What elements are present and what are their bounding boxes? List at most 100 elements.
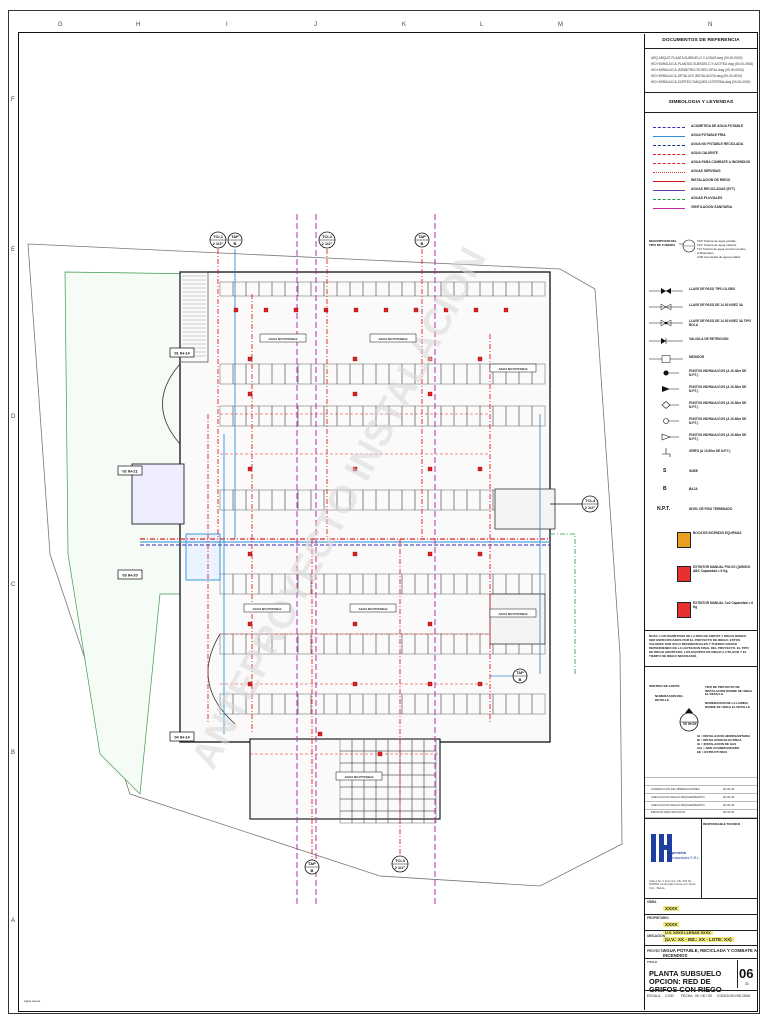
- grid-row-label: B: [11, 750, 16, 756]
- pipe-tag-tap-3[interactable]: TAP B: [512, 668, 528, 684]
- ref-doc-row: HID HIDRAULICA-ISOMETRICOS-RED-GRAL.dwg …: [651, 68, 744, 72]
- room-label: AGUA NO POTABLE: [243, 603, 291, 613]
- fire-marker: [427, 466, 433, 472]
- legend-label: AGUA NO POTABLE RECICLADA: [691, 142, 744, 146]
- fire-marker: [352, 356, 358, 362]
- symbol-row: S SUBE: [649, 468, 755, 480]
- fire-marker: [503, 307, 509, 313]
- pipe-network: [140, 249, 582, 860]
- svg-text:B: B: [311, 868, 314, 873]
- fire-marker: [427, 356, 433, 362]
- fire-item-label: EXTINTOR MANUAL POLVO QUIMICO ABC Capaci…: [693, 565, 751, 573]
- symbol-label: MEDIDOR: [689, 355, 705, 359]
- legend-row: AGUA NO POTABLE RECICLADA: [653, 142, 757, 150]
- proyecto-label: PROYECTO: [647, 949, 665, 953]
- section-tag-02[interactable]: 02 IH-21: [117, 465, 143, 476]
- symbol-row: VALVULA DE RETENCION: [649, 336, 755, 348]
- grid-col-label: H: [136, 22, 141, 28]
- codigo-label: CODIGO: [717, 994, 731, 998]
- fire-marker: [233, 307, 239, 313]
- symbol-label: LLAVE DE PASO DE 14.00 NUEZ 3A: [689, 303, 743, 307]
- detail-callout-icon: [679, 708, 699, 732]
- symbol-row: PUNTOS HIDRAULICOS (A 10.40m DE N.P.T.): [649, 368, 755, 380]
- fire-marker: [427, 551, 433, 557]
- pipe-tag-tap-2[interactable]: TAP B: [414, 232, 430, 248]
- fire-item-label: BOCA DE INCENDIO EQUIPADA: [693, 531, 742, 535]
- room-label: AGUA NO POTABLE: [489, 608, 537, 618]
- legend-label: INSTALACION DE RIEGO: [691, 178, 731, 182]
- divider: [645, 945, 757, 946]
- symbol-letter: N.P.T.: [657, 506, 670, 512]
- room-label: AGUA NO POTABLE: [335, 771, 383, 781]
- fire-marker: [247, 391, 253, 397]
- legend-label: AGUA CALIENTE: [691, 151, 718, 155]
- symbol-row: PUNTOS HIDRAULICOS (A 10.50m DE N.P.T.): [649, 400, 755, 412]
- escala-label: ESCALA: [647, 994, 661, 998]
- svg-text:TCI-4: TCI-4: [585, 498, 596, 503]
- revision-table: [645, 770, 757, 818]
- legend-row: AGUAS SERVIDAS: [653, 169, 757, 177]
- symbol-label: PUNTOS HIDRAULICOS (A 10.50m DE N.P.T.): [689, 401, 747, 409]
- section-tag-01[interactable]: 01 IH-14: [169, 347, 195, 358]
- pipe-tag-tci-4[interactable]: TCI-4 2 1/2": [581, 495, 599, 513]
- fire-marker: [427, 391, 433, 397]
- tag-legend-items: TAP Tuberia de agua potable TAC Tuberia …: [697, 239, 757, 259]
- svg-text:AGUA NO POTABLE: AGUA NO POTABLE: [269, 337, 298, 341]
- section-tag-03[interactable]: 03 IH-20: [117, 569, 143, 580]
- grid-col-label: N: [708, 22, 713, 28]
- tag-legend-item: ACB Acometida de agua potable: [697, 255, 741, 259]
- symbol-row: N.P.T. NIVEL DE PISO TERMINADO: [649, 506, 755, 518]
- symbol-label: SUBE: [689, 469, 698, 473]
- obra-label: OBRA: [647, 900, 657, 904]
- title-block: DOCUMENTOS DE REFERENCIA ARQ ARQUIT-PLAN…: [644, 34, 758, 1010]
- fire-hose-markers: [233, 307, 509, 757]
- legend-heading: SIMBOLOGIA Y LEYENDAS: [668, 100, 734, 105]
- symbol-label: LLAVE DE PASO TIPO GLOBO: [689, 287, 736, 291]
- grid-col-label: K: [402, 22, 407, 28]
- legend-row: VENTILACION SANITARIA: [653, 205, 757, 213]
- hydraulic-point-icon: [663, 370, 679, 376]
- divider: [737, 960, 738, 988]
- svg-text:2 1/2": 2 1/2": [322, 241, 333, 246]
- pipe-tag-tci-3[interactable]: TCI-3 2 1/2": [391, 855, 409, 873]
- fire-marker: [443, 307, 449, 313]
- legend-line-swatch: [653, 136, 685, 137]
- sheet-outer-border: [8, 10, 760, 1014]
- divider: [645, 914, 757, 915]
- detail-label: NUMERACION DE LA LAMINA DONDE SE UBICA E…: [705, 701, 750, 709]
- legend-label: VENTILACION SANITARIA: [691, 205, 732, 209]
- legend-line-swatch: [653, 154, 685, 155]
- ubicacion-value-2: (U.V.: XX - MZ.: XX - LOTE: XX): [663, 937, 734, 942]
- fire-marker: [293, 307, 299, 313]
- fire-item-row: EXTINTOR MANUAL Co2 Capacidad = 6 Kg: [649, 600, 755, 620]
- fire-marker: [427, 681, 433, 687]
- tag-legend-item: TCI Tuberia de agua contra incendio: [697, 247, 746, 251]
- pipe-tag-tap-4[interactable]: TAP B: [304, 859, 320, 875]
- grid-col-label: J: [314, 22, 317, 28]
- symbol-label: GRIFO (A 10.60m DE N.P.T.): [689, 449, 731, 453]
- grid-col-label: M: [558, 22, 563, 28]
- fire-marker: [247, 466, 253, 472]
- fire-marker: [352, 391, 358, 397]
- hydraulic-point-icon: [662, 386, 679, 392]
- pipe-tag-tci-2[interactable]: TCI-2 2 1/2": [318, 231, 336, 249]
- sheet-inner-border: [18, 32, 758, 1012]
- basement-outline: [179, 271, 551, 743]
- detail-codes: IH = INSTALACION HIDROSANITARIA IE = INS…: [697, 734, 750, 754]
- pipe-tag-tci-1[interactable]: TCI-1 2 1/2": [209, 231, 227, 249]
- parking-stall: [423, 810, 437, 824]
- responsible-label: RESPONSABLE TECNICO: [703, 822, 741, 826]
- symbol-row: LLAVE DE PASO TIPO GLOBO: [649, 286, 755, 298]
- divider: [645, 930, 757, 931]
- svg-text:01 IH-14: 01 IH-14: [174, 351, 190, 356]
- sheet-number: 06: [739, 966, 754, 981]
- hydraulic-point-icon: [661, 433, 679, 441]
- floor-plan-area: ANTEPROYECTO INSTALACION TCI-1 2 1/2" TA…: [20, 34, 644, 1010]
- fire-marker: [247, 621, 253, 627]
- svg-text:03 IH-20: 03 IH-20: [122, 573, 138, 578]
- fire-marker: [323, 307, 329, 313]
- pipe-tag-tap-1[interactable]: TAP B: [227, 232, 243, 248]
- section-tag-04[interactable]: 04 IH-14: [169, 731, 195, 742]
- legend-row: INSTALACION DE RIEGO: [653, 178, 757, 186]
